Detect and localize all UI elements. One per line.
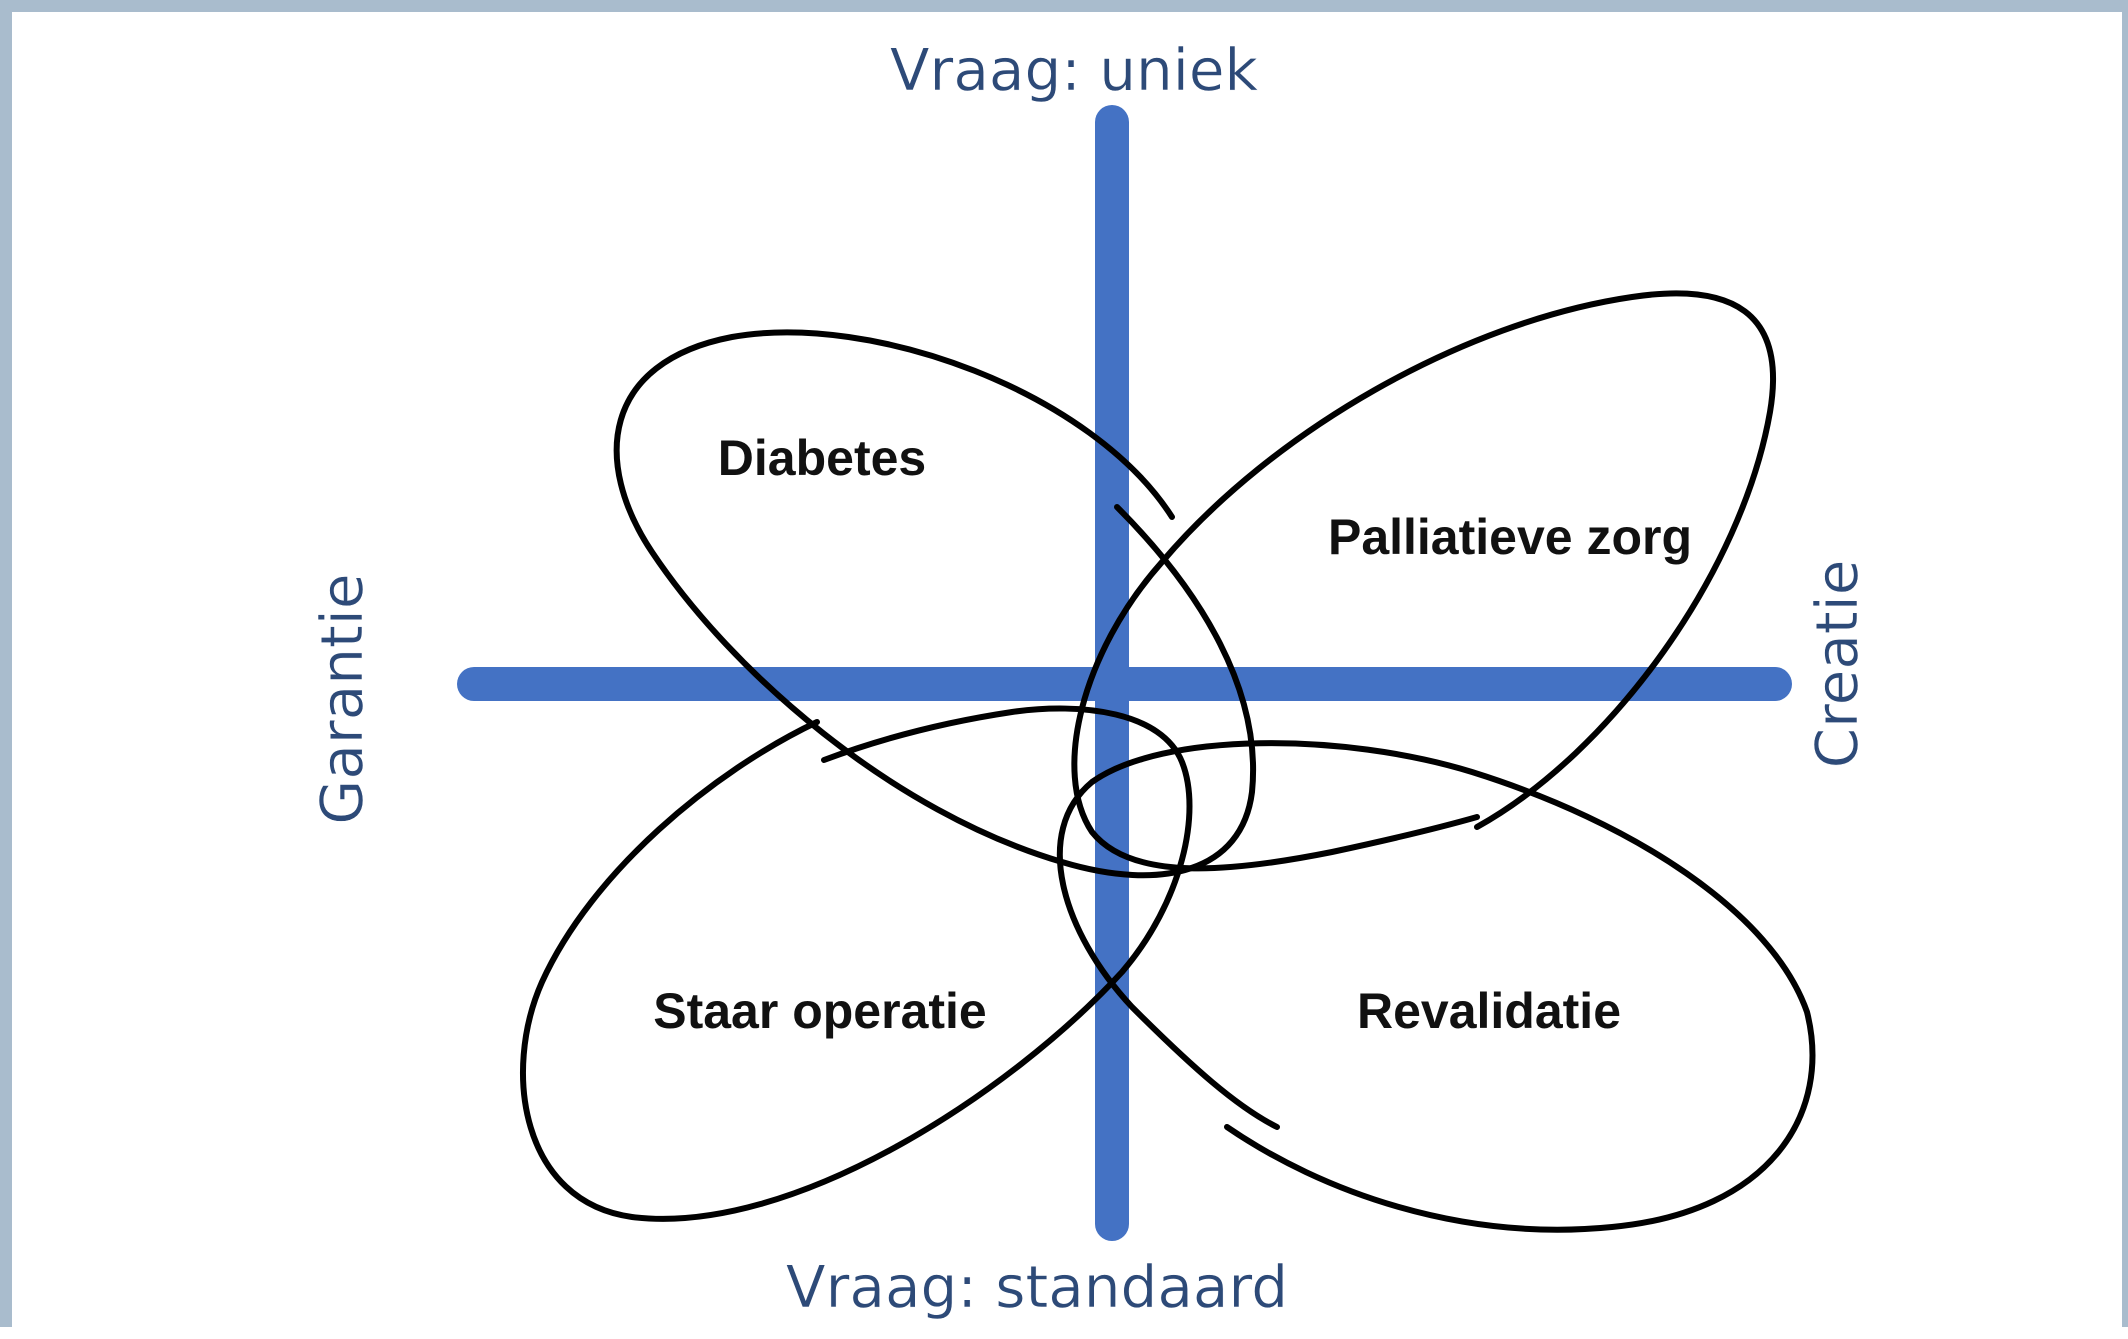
petal-staar-operatie-loop: [520, 705, 1193, 1222]
petal-label-diabetes: Diabetes: [718, 430, 926, 486]
petal-revalidatie-loop: [1056, 740, 1816, 1233]
axis-label-top: Vraag: uniek: [890, 36, 1259, 104]
petal-diabetes-loop: [613, 329, 1257, 879]
axis-label-left: Garantie: [308, 573, 376, 824]
quadrant-petal-diagram: Vraag: uniek Vraag: standaard Garantie C…: [308, 36, 1872, 1322]
petal-palliatieve-zorg-loop: [1071, 290, 1777, 872]
petal-label-revalidatie: Revalidatie: [1357, 983, 1621, 1039]
petal-loops: [520, 290, 1816, 1233]
petal-label-palliatieve-zorg: Palliatieve zorg: [1328, 509, 1692, 565]
axis-label-right: Creatie: [1803, 560, 1871, 769]
axis-label-bottom: Vraag: standaard: [786, 1253, 1288, 1321]
petal-label-staar-operatie: Staar operatie: [653, 983, 986, 1039]
